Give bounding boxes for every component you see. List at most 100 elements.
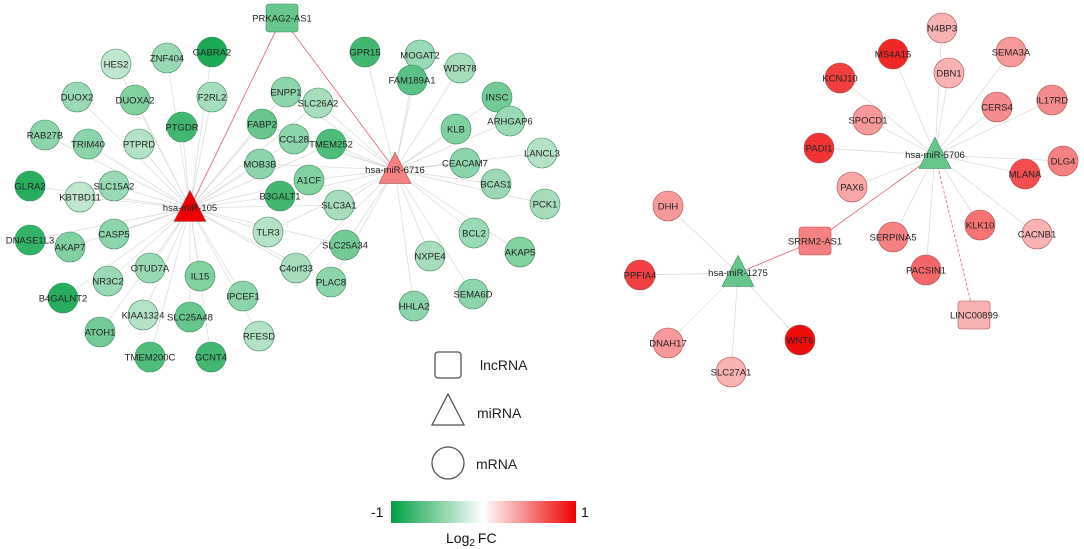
mrna-node-slc27a1[interactable]: SLC27A1 xyxy=(711,356,752,388)
mrna-node-znf404[interactable]: ZNF404 xyxy=(150,42,184,74)
mrna-node-ptgdr[interactable]: PTGDR xyxy=(165,111,199,143)
mrna-node-arhgap6[interactable]: ARHGAP6 xyxy=(487,105,533,137)
lncrna-node-linc00899[interactable]: LINC00899 xyxy=(950,300,998,330)
mrna-node-serpina5[interactable]: SERPINA5 xyxy=(870,221,917,253)
mrna-node-duox2[interactable]: DUOX2 xyxy=(61,81,94,113)
mrna-node-gcnt4[interactable]: GCNT4 xyxy=(195,341,227,373)
mrna-node-sema6d[interactable]: SEMA6D xyxy=(453,278,493,310)
mrna-node-mogat2[interactable]: MOGAT2 xyxy=(400,39,440,71)
mrna-node-insc[interactable]: INSC xyxy=(481,81,513,113)
mrna-node-pax6[interactable]: PAX6 xyxy=(836,171,868,203)
mrna-node-dlg4[interactable]: DLG4 xyxy=(1047,145,1079,177)
mrna-node-wdr78[interactable]: WDR78 xyxy=(443,52,477,84)
mrna-node-sema3a[interactable]: SEMA3A xyxy=(992,36,1031,68)
mrna-node-akap7[interactable]: AKAP7 xyxy=(55,231,86,263)
mrna-node-kcnj10[interactable]: KCNJ10 xyxy=(822,62,858,94)
mrna-node-a1cf[interactable]: A1CF xyxy=(293,164,325,196)
mrna-node-dnase1l3[interactable]: DNASE1L3 xyxy=(6,224,55,256)
mrna-node-label: BCAS1 xyxy=(480,180,511,191)
mrna-node-b4galnt2[interactable]: B4GALNT2 xyxy=(39,282,88,314)
mrna-node-padi1[interactable]: PADI1 xyxy=(803,132,835,164)
mrna-node-hes2[interactable]: HES2 xyxy=(100,48,132,80)
mrna-node-n4bp3[interactable]: N4BP3 xyxy=(926,12,958,44)
mrna-node-label: IL17RD xyxy=(1036,96,1068,107)
mrna-node-circle xyxy=(134,252,166,284)
mrna-node-pacsin1[interactable]: PACSIN1 xyxy=(906,254,946,286)
mirna-node-hsa-mir-5706[interactable]: hsa-miR-5706 xyxy=(905,136,965,169)
mrna-node-lancl3[interactable]: LANCL3 xyxy=(524,137,560,169)
mrna-node-dhh[interactable]: DHH xyxy=(652,190,684,222)
mrna-node-slc3a1[interactable]: SLC3A1 xyxy=(321,189,357,221)
lncrna-node-square xyxy=(957,300,991,330)
mrna-node-circle xyxy=(624,259,656,291)
mrna-node-nr3c2[interactable]: NR3C2 xyxy=(92,265,124,297)
mrna-node-slc25a34[interactable]: SLC25A34 xyxy=(322,229,368,261)
mrna-node-ppfia4[interactable]: PPFIA4 xyxy=(624,259,657,291)
edge-gabra2-hsa-mir-105 xyxy=(189,51,213,209)
edge-nxpe4-hsa-mir-6716 xyxy=(394,169,431,257)
mrna-node-fam189a1[interactable]: FAM189A1 xyxy=(389,64,436,96)
mrna-node-circle xyxy=(270,76,302,108)
mrna-node-klk10[interactable]: KLK10 xyxy=(964,209,996,241)
mrna-node-circle xyxy=(933,57,965,89)
mrna-node-gabra2[interactable]: GABRA2 xyxy=(193,36,232,68)
mrna-node-nxpe4[interactable]: NXPE4 xyxy=(414,240,446,272)
mrna-node-trim40[interactable]: TRIM40 xyxy=(71,128,105,160)
mrna-node-duoxa2[interactable]: DUOXA2 xyxy=(115,84,155,116)
lncrna-node-srrm2-as1[interactable]: SRRM2-AS1 xyxy=(788,226,842,256)
mrna-node-circle xyxy=(1021,218,1053,250)
mirna-node-hsa-mir-1275[interactable]: hsa-miR-1275 xyxy=(708,254,768,287)
mrna-node-pck1[interactable]: PCK1 xyxy=(529,188,561,220)
mirna-node-hsa-mir-6716[interactable]: hsa-miR-6716 xyxy=(365,151,425,184)
mrna-node-b3galt1[interactable]: B3GALT1 xyxy=(259,180,301,212)
mrna-node-atoh1[interactable]: ATOH1 xyxy=(85,316,116,348)
mrna-node-plac8[interactable]: PLAC8 xyxy=(315,266,347,298)
mrna-node-bcas1[interactable]: BCAS1 xyxy=(480,168,512,200)
mrna-node-klb[interactable]: KLB xyxy=(440,113,472,145)
mrna-node-tmem252[interactable]: TMEM252 xyxy=(309,128,353,160)
mrna-node-slc26a2[interactable]: SLC26A2 xyxy=(298,87,339,119)
mrna-node-tmem200c[interactable]: TMEM200C xyxy=(125,341,176,373)
mrna-node-il17rd[interactable]: IL17RD xyxy=(1036,84,1068,116)
mrna-node-ceacam7[interactable]: CEACAM7 xyxy=(442,147,488,179)
mrna-node-dbn1[interactable]: DBN1 xyxy=(933,57,965,89)
mrna-node-rfesd[interactable]: RFESD xyxy=(243,320,275,352)
mrna-node-cacnb1[interactable]: CACNB1 xyxy=(1018,218,1057,250)
edge-sema6d-hsa-mir-6716 xyxy=(394,169,474,295)
mrna-node-otud7a[interactable]: OTUD7A xyxy=(131,252,170,284)
mrna-node-f2rl2[interactable]: F2RL2 xyxy=(196,81,228,113)
mrna-node-il15[interactable]: IL15 xyxy=(184,260,216,292)
mrna-node-kbtbd11[interactable]: KBTBD11 xyxy=(59,181,101,213)
mrna-node-slc15a2[interactable]: SLC15A2 xyxy=(94,170,135,202)
mrna-node-label: RAB27B xyxy=(27,131,63,142)
mrna-node-ccl28[interactable]: CCL28 xyxy=(278,123,310,155)
mrna-node-slc25a48[interactable]: SLC25A48 xyxy=(167,301,213,333)
mrna-node-fabp2[interactable]: FABP2 xyxy=(246,108,278,140)
mrna-node-ipcef1[interactable]: IPCEF1 xyxy=(226,280,260,312)
mrna-node-mob3b[interactable]: MOB3B xyxy=(243,148,277,180)
mrna-node-akap5[interactable]: AKAP5 xyxy=(505,236,536,268)
mrna-node-circle xyxy=(398,290,430,322)
mrna-node-hhla2[interactable]: HHLA2 xyxy=(398,290,430,322)
mrna-node-rab27b[interactable]: RAB27B xyxy=(27,119,63,151)
mrna-node-label: B4GALNT2 xyxy=(39,294,88,305)
mrna-node-wnt6[interactable]: WNT6 xyxy=(784,324,816,356)
mrna-node-ptprd[interactable]: PTPRD xyxy=(123,128,155,160)
mrna-node-label: WDR78 xyxy=(443,64,476,75)
mrna-node-casp5[interactable]: CASP5 xyxy=(98,218,130,250)
mrna-node-glra2[interactable]: GLRA2 xyxy=(14,170,46,202)
mrna-node-mlana[interactable]: MLANA xyxy=(1009,158,1042,190)
mirna-node-hsa-mir-105[interactable]: hsa-miR-105 xyxy=(163,189,217,222)
mrna-node-gpr15[interactable]: GPR15 xyxy=(349,36,381,68)
mrna-node-c4orf33[interactable]: C4orf33 xyxy=(279,252,313,284)
mrna-node-kiaa1324[interactable]: KIAA1324 xyxy=(122,299,165,331)
mrna-node-ms4a15[interactable]: MS4A15 xyxy=(875,38,911,70)
mrna-node-tlr3[interactable]: TLR3 xyxy=(252,216,284,248)
lncrna-node-prkag2-as1[interactable]: PRKAG2-AS1 xyxy=(252,3,312,33)
mrna-node-cers4[interactable]: CERS4 xyxy=(981,91,1013,123)
mrna-node-spocd1[interactable]: SPOCD1 xyxy=(848,104,888,136)
mrna-node-enpp1[interactable]: ENPP1 xyxy=(270,76,302,108)
mrna-node-dnah17[interactable]: DNAH17 xyxy=(649,327,687,359)
mrna-node-bcl2[interactable]: BCL2 xyxy=(458,217,490,249)
